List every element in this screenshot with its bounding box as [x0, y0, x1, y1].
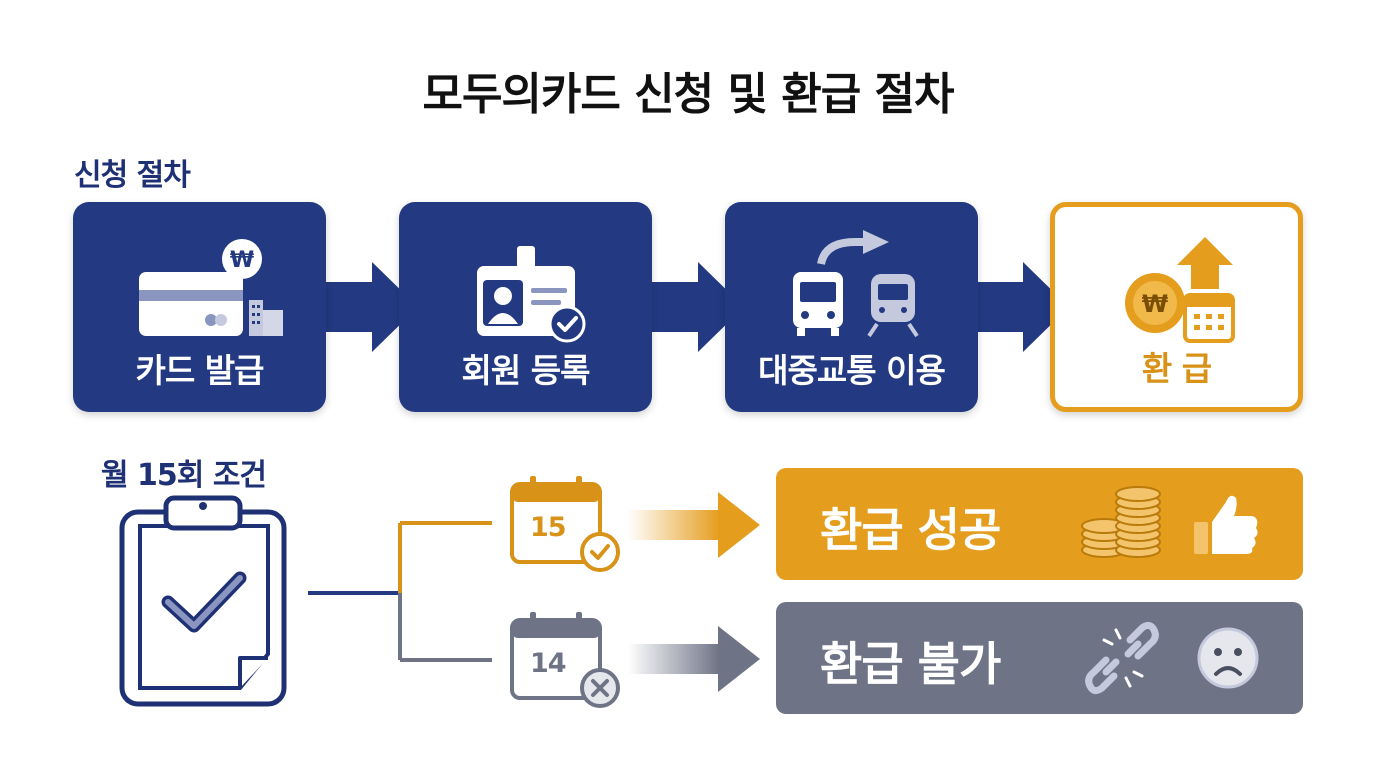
step-refund: ₩ 환 급 — [1050, 202, 1303, 412]
step-card-issue: ₩ 카드 발급 — [73, 202, 326, 412]
condition-section-label: 월 15회 조건 — [101, 458, 267, 493]
step-label: 대중교통 이용 — [758, 351, 946, 390]
sad-face-icon — [1197, 627, 1259, 689]
branch-lines — [308, 521, 492, 662]
arrow-2 — [648, 262, 744, 352]
calendar-number: 14 — [530, 648, 567, 679]
fail-arrow — [628, 626, 760, 692]
success-arrow — [628, 492, 760, 558]
calendar-x-icon — [510, 612, 620, 708]
calendar-15: 15 — [508, 474, 628, 580]
step-label: 환 급 — [1141, 349, 1212, 388]
calendar-14: 14 — [508, 610, 628, 716]
coin-calendar-refund-icon: ₩ — [1125, 237, 1235, 343]
svg-text:₩: ₩ — [1142, 290, 1169, 318]
card-issue-icon: ₩ — [139, 239, 283, 336]
refund-success-box: 환급 성공 — [776, 468, 1303, 580]
arrow-3 — [973, 262, 1069, 352]
id-card-check-icon — [477, 246, 586, 343]
bus-subway-icon — [793, 230, 919, 338]
arrow-1 — [322, 262, 418, 352]
step-label: 회원 등록 — [461, 351, 591, 390]
calendar-number: 15 — [530, 512, 567, 543]
step-member-registration: 회원 등록 — [399, 202, 652, 412]
coin-stack-icon — [1081, 486, 1161, 558]
calendar-check-icon — [510, 476, 620, 572]
svg-text:₩: ₩ — [230, 248, 254, 273]
step-public-transit: 대중교통 이용 — [725, 202, 978, 412]
application-section-label: 신청 절차 — [74, 158, 191, 193]
result-label: 환급 성공 — [820, 503, 1001, 557]
broken-chain-icon — [1085, 621, 1159, 695]
result-label: 환급 불가 — [820, 637, 1001, 691]
page-title: 모두의카드 신청 및 환급 절차 — [422, 69, 954, 120]
refund-fail-box: 환급 불가 — [776, 602, 1303, 714]
step-label: 카드 발급 — [135, 351, 265, 390]
thumbs-up-icon — [1194, 495, 1258, 554]
clipboard-check-icon — [119, 495, 287, 707]
